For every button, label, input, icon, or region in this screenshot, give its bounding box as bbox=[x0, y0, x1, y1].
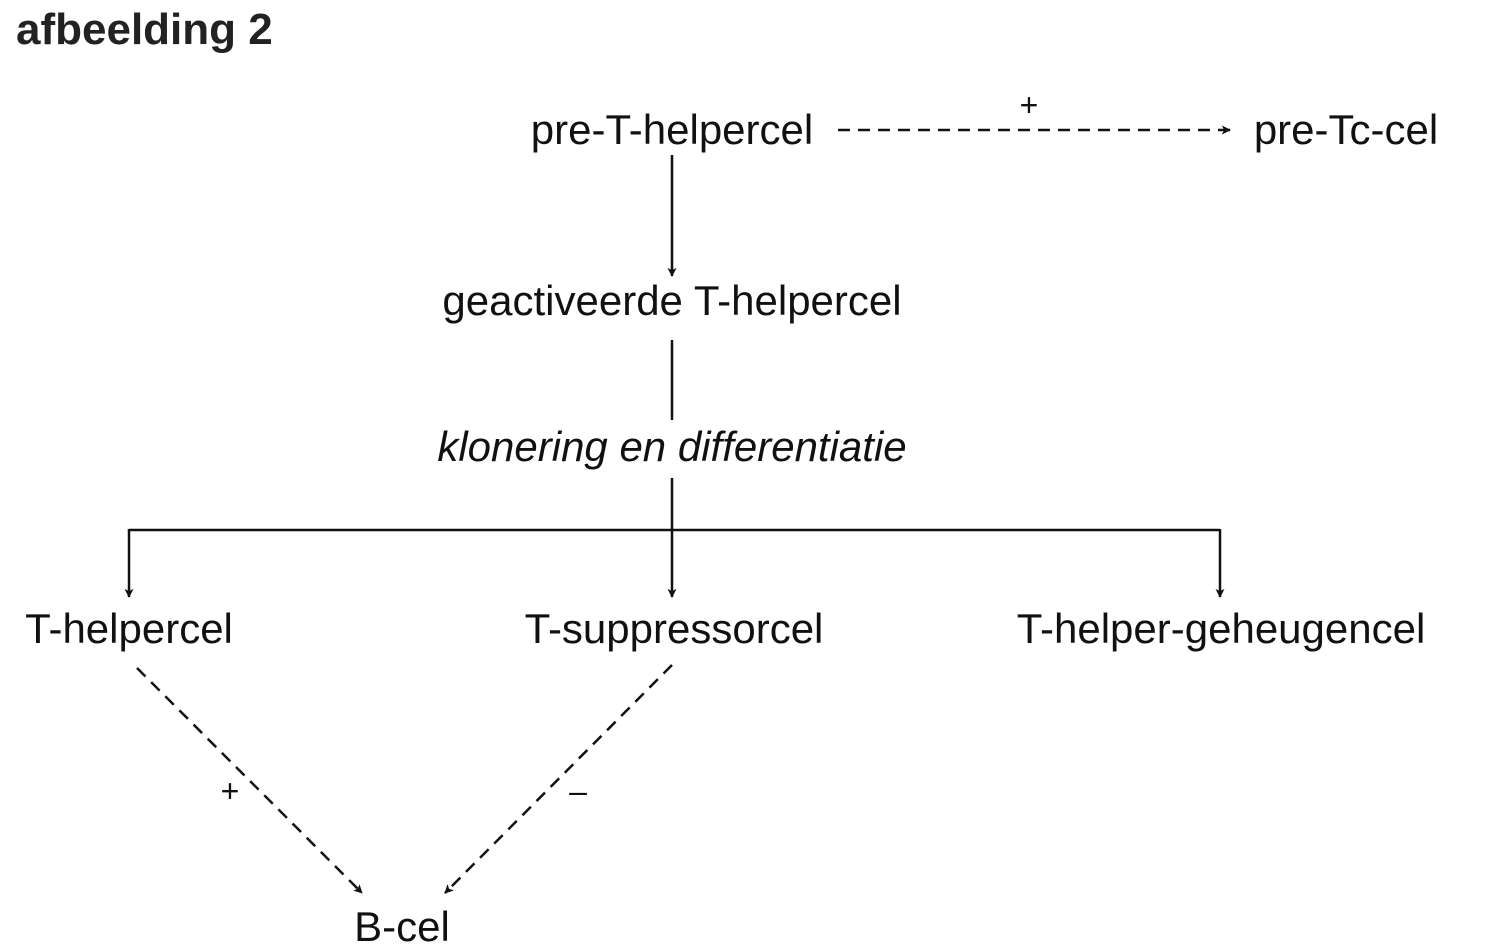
figure-heading: afbeelding 2 bbox=[16, 5, 273, 54]
node-t-suppressorcel: T-suppressorcel bbox=[524, 605, 824, 652]
node-pre-t-helpercel: pre-T-helpercel bbox=[530, 106, 814, 153]
node-b-cel: B-cel bbox=[354, 903, 450, 950]
effect-sign-pre-tc: + bbox=[1019, 87, 1039, 123]
node-t-helpercel: T-helpercel bbox=[25, 605, 233, 652]
node-pre-tc-cel: pre-Tc-cel bbox=[1253, 106, 1439, 153]
node-geactiveerde-t-helpercel: geactiveerde T-helpercel bbox=[442, 277, 902, 324]
node-t-helper-geheugencel: T-helper-geheugencel bbox=[1016, 605, 1426, 652]
effect-sign-t-suppressor: – bbox=[569, 773, 587, 809]
edge-t-helper-to-b-cel bbox=[136, 667, 363, 894]
effect-sign-t-helper: + bbox=[220, 773, 240, 809]
edge-t-suppressor-to-b-cel bbox=[444, 664, 673, 894]
process-label: klonering en differentiatie bbox=[437, 423, 907, 470]
